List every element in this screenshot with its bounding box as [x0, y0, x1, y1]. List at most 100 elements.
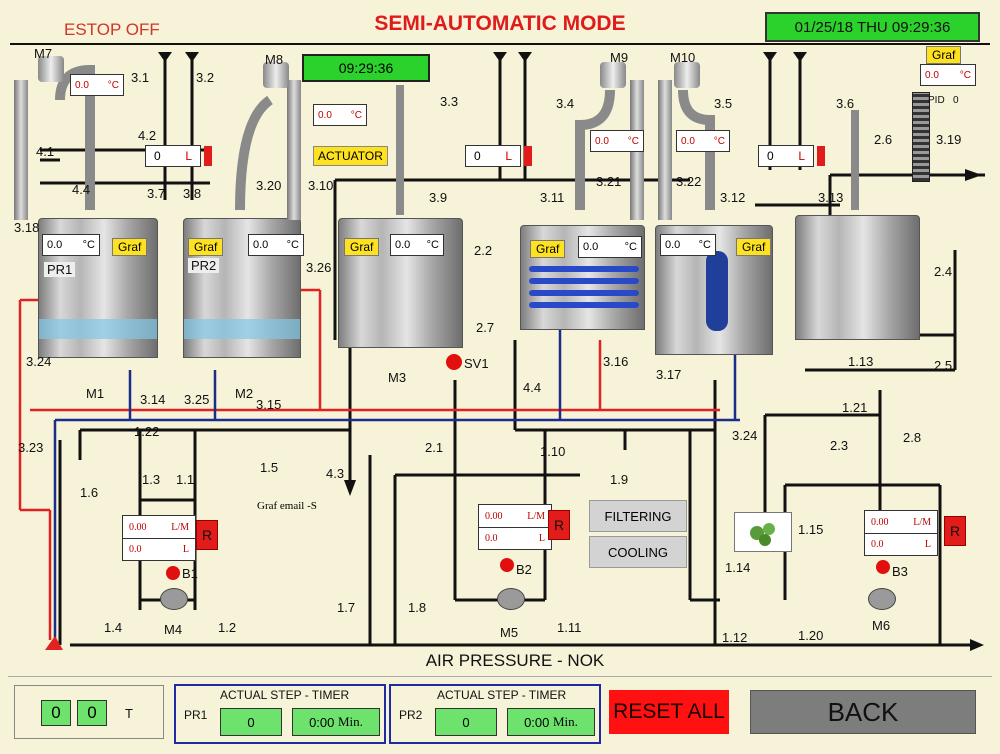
datetime-display: 01/25/18 THU 09:29:36 [765, 12, 980, 42]
counter-b[interactable]: 0 [77, 700, 107, 726]
tank-storage[interactable] [795, 215, 920, 340]
counter-unit: T [125, 706, 133, 721]
valve-3-11[interactable]: 3.11 [540, 190, 565, 205]
pump-m5-icon[interactable] [497, 588, 525, 610]
valve-4-3[interactable]: 4.3 [326, 466, 345, 481]
valve-1-4[interactable]: 1.4 [104, 620, 123, 635]
valve-3-22[interactable]: 3.22 [676, 174, 702, 189]
valve-3-5[interactable]: 3.5 [714, 96, 733, 111]
actuator-label[interactable]: ACTUATOR [313, 146, 388, 166]
valve-3-26[interactable]: 3.26 [306, 260, 332, 275]
reset-flow-b3-button[interactable]: R [944, 516, 966, 546]
valve-3-24-left[interactable]: 3.24 [26, 354, 52, 369]
valve-1-22[interactable]: 1.22 [134, 424, 160, 439]
graf-m3-button[interactable]: Graf [344, 238, 380, 256]
pump-b2-status-icon [500, 558, 514, 572]
valve-3-19[interactable]: 3.19 [936, 132, 962, 147]
valve-3-13[interactable]: 3.13 [818, 190, 844, 205]
motor-m7-icon[interactable] [38, 56, 64, 82]
valve-4-4[interactable]: 4.4 [72, 182, 91, 197]
valve-3-12[interactable]: 3.12 [720, 190, 746, 205]
pump-m4-icon[interactable] [160, 588, 188, 610]
valve-1-21[interactable]: 1.21 [842, 400, 868, 415]
hops-icon[interactable] [734, 512, 792, 552]
valve-3-17[interactable]: 3.17 [656, 367, 682, 382]
valve-3-24-right[interactable]: 3.24 [732, 428, 758, 443]
reset-all-button[interactable]: RESET ALL [609, 690, 729, 734]
valve-2-7[interactable]: 2.7 [476, 320, 495, 335]
valve-2-6[interactable]: 2.6 [874, 132, 893, 147]
motor-label-m9: M9 [610, 50, 629, 65]
motor-m10-icon[interactable] [674, 62, 700, 88]
valve-3-3[interactable]: 3.3 [440, 94, 459, 109]
valve-4-4-center[interactable]: 4.4 [523, 380, 542, 395]
cooling-button[interactable]: COOLING [589, 536, 687, 568]
graf-311-button[interactable]: Graf [530, 240, 566, 258]
valve-1-5[interactable]: 1.5 [260, 460, 279, 475]
valve-2-3[interactable]: 2.3 [830, 438, 849, 453]
graf-pid-button[interactable]: Graf [926, 46, 962, 64]
pump-m6-icon[interactable] [868, 588, 896, 610]
valve-3-20[interactable]: 3.20 [256, 178, 282, 193]
valve-3-8[interactable]: 3.8 [183, 186, 202, 201]
pr1-step-display[interactable]: 0 [220, 708, 282, 736]
valve-1-7[interactable]: 1.7 [337, 600, 356, 615]
reset-flow-b1-button[interactable]: R [196, 520, 218, 550]
valve-4-1[interactable]: 4.1 [36, 144, 55, 159]
valve-4-2[interactable]: 4.2 [138, 128, 157, 143]
back-button[interactable]: BACK [750, 690, 976, 734]
valve-1-10[interactable]: 1.10 [540, 444, 566, 459]
graf-email-link[interactable]: Graf email -S [257, 500, 317, 512]
valve-3-1[interactable]: 3.1 [131, 70, 150, 85]
valve-1-13[interactable]: 1.13 [848, 354, 874, 369]
valve-1-1[interactable]: 1.1 [176, 472, 195, 487]
valve-1-15[interactable]: 1.15 [798, 522, 824, 537]
valve-3-18[interactable]: 3.18 [14, 220, 40, 235]
valve-1-20[interactable]: 1.20 [798, 628, 824, 643]
valve-2-2[interactable]: 2.2 [474, 243, 493, 258]
valve-1-3[interactable]: 1.3 [142, 472, 161, 487]
pr2-step-display[interactable]: 0 [435, 708, 497, 736]
valve-1-14[interactable]: 1.14 [725, 560, 751, 575]
motor-m8-icon[interactable] [263, 62, 289, 88]
valve-2-8[interactable]: 2.8 [903, 430, 922, 445]
filtering-button[interactable]: FILTERING [589, 500, 687, 532]
column-m10 [658, 80, 672, 220]
valve-3-6[interactable]: 3.6 [836, 96, 855, 111]
valve-3-16[interactable]: 3.16 [603, 354, 629, 369]
counter-a[interactable]: 0 [41, 700, 71, 726]
pr2-timer-display[interactable]: 0:00 Min. [507, 708, 595, 736]
valve-1-9[interactable]: 1.9 [610, 472, 629, 487]
valve-2-1[interactable]: 2.1 [425, 440, 444, 455]
graf-pr2-button[interactable]: Graf [188, 238, 224, 256]
solenoid-sv1-icon[interactable] [446, 354, 462, 370]
valve-1-8[interactable]: 1.8 [408, 600, 427, 615]
valve-3-7[interactable]: 3.7 [147, 186, 166, 201]
valve-3-25[interactable]: 3.25 [184, 392, 210, 407]
valve-1-6[interactable]: 1.6 [80, 485, 99, 500]
valve-3-10[interactable]: 3.10 [308, 178, 334, 193]
air-pressure-status: AIR PRESSURE - NOK [425, 651, 605, 670]
motor-m9-icon[interactable] [600, 62, 626, 88]
valve-3-2[interactable]: 3.2 [196, 70, 215, 85]
pr1-step-title: ACTUAL STEP - TIMER [220, 688, 350, 702]
valve-3-15[interactable]: 3.15 [256, 397, 282, 412]
valve-3-21[interactable]: 3.21 [596, 174, 622, 189]
valve-3-14[interactable]: 3.14 [140, 392, 166, 407]
valve-3-9[interactable]: 3.9 [429, 190, 448, 205]
graf-pr1-button[interactable]: Graf [112, 238, 148, 256]
valve-1-2[interactable]: 1.2 [218, 620, 237, 635]
valve-1-12[interactable]: 1.12 [722, 630, 748, 645]
valve-1-11[interactable]: 1.11 [557, 620, 582, 635]
reset-flow-b2-button[interactable]: R [548, 510, 570, 540]
temp-m9: 0.0°C [590, 130, 644, 152]
valve-3-4[interactable]: 3.4 [556, 96, 575, 111]
valve-2-5[interactable]: 2.5 [934, 358, 953, 373]
graf-312-button[interactable]: Graf [736, 238, 772, 256]
valve-3-23[interactable]: 3.23 [18, 440, 44, 455]
pr1-timer-display[interactable]: 0:00 Min. [292, 708, 380, 736]
valve-2-4[interactable]: 2.4 [934, 264, 953, 279]
